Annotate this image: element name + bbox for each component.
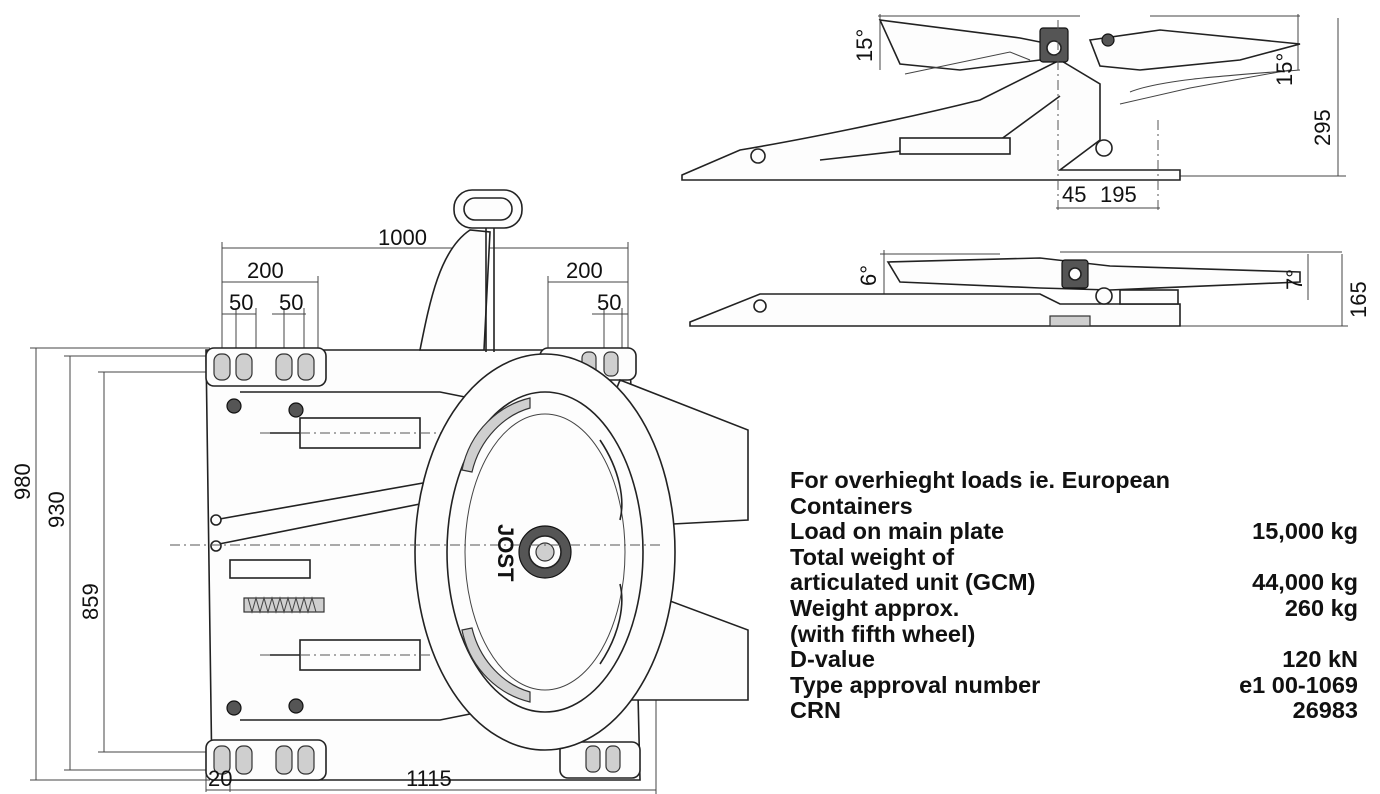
dim-angle-6: 6° (856, 265, 881, 286)
spec-label: articulated unit (GCM) (790, 569, 1036, 596)
dim-angle-15-right: 15° (1272, 53, 1297, 86)
spec-row: Total weight of (790, 543, 1358, 571)
dim-bottom-1115: 1115 (406, 766, 452, 791)
dim-height-295: 295 (1310, 109, 1335, 146)
top-view: JOST (30, 189, 749, 794)
spec-label: (with fifth wheel) (790, 620, 976, 647)
dim-angle-15-left: 15° (852, 29, 877, 62)
dim-width-1000: 1000 (378, 225, 427, 250)
spec-value: 260 kg (1284, 594, 1358, 621)
dim-height-980: 980 (10, 463, 35, 500)
spec-label: D-value (790, 646, 875, 673)
spec-value: 44,000 kg (1252, 569, 1358, 596)
spec-row: articulated unit (GCM) 44,000 kg (790, 570, 1358, 596)
spec-row: CRN 26983 (790, 698, 1358, 724)
dim-height-859: 859 (78, 583, 103, 620)
dim-offset-45: 45 (1062, 182, 1086, 207)
spec-label: Weight approx. (790, 594, 960, 621)
dim-left-50a: 50 (229, 290, 253, 315)
side-view-lowered (689, 250, 1348, 327)
spec-row: D-value 120 kN (790, 647, 1358, 673)
spec-label: Type approval number (790, 671, 1041, 698)
dim-left-50b: 50 (279, 290, 303, 315)
side-view-raised (681, 14, 1346, 212)
spec-heading-line1: For overhieght loads ie. European (790, 467, 1170, 493)
spec-row: Type approval number e1 00-1069 (790, 671, 1358, 699)
dim-height-930: 930 (44, 491, 69, 528)
spec-label: Total weight of (790, 543, 955, 570)
spec-value: 120 kN (1282, 646, 1358, 673)
spec-value: e1 00-1069 (1239, 671, 1358, 698)
dim-angle-7: 7° (1282, 269, 1307, 290)
dim-height-165: 165 (1346, 281, 1371, 318)
dim-right-200: 200 (566, 258, 603, 283)
spec-label: CRN (790, 697, 841, 724)
spec-block: For overhieght loads ie. European Contai… (790, 467, 1358, 724)
dim-offset-195: 195 (1100, 182, 1137, 207)
plate-logo: JOST (493, 524, 518, 582)
spec-row: (with fifth wheel) (790, 620, 1358, 648)
spec-value: 15,000 kg (1252, 518, 1358, 545)
spec-heading-line2: Containers (790, 492, 913, 519)
dim-left-200: 200 (247, 258, 284, 283)
dim-bottom-20: 20 (208, 766, 232, 791)
spec-label: Load on main plate (790, 518, 1005, 545)
spec-value: 26983 (1292, 697, 1358, 724)
dim-right-50: 50 (597, 290, 621, 315)
spec-row: Weight approx. 260 kg (790, 594, 1358, 622)
spec-row: Load on main plate 15,000 kg (790, 519, 1358, 545)
